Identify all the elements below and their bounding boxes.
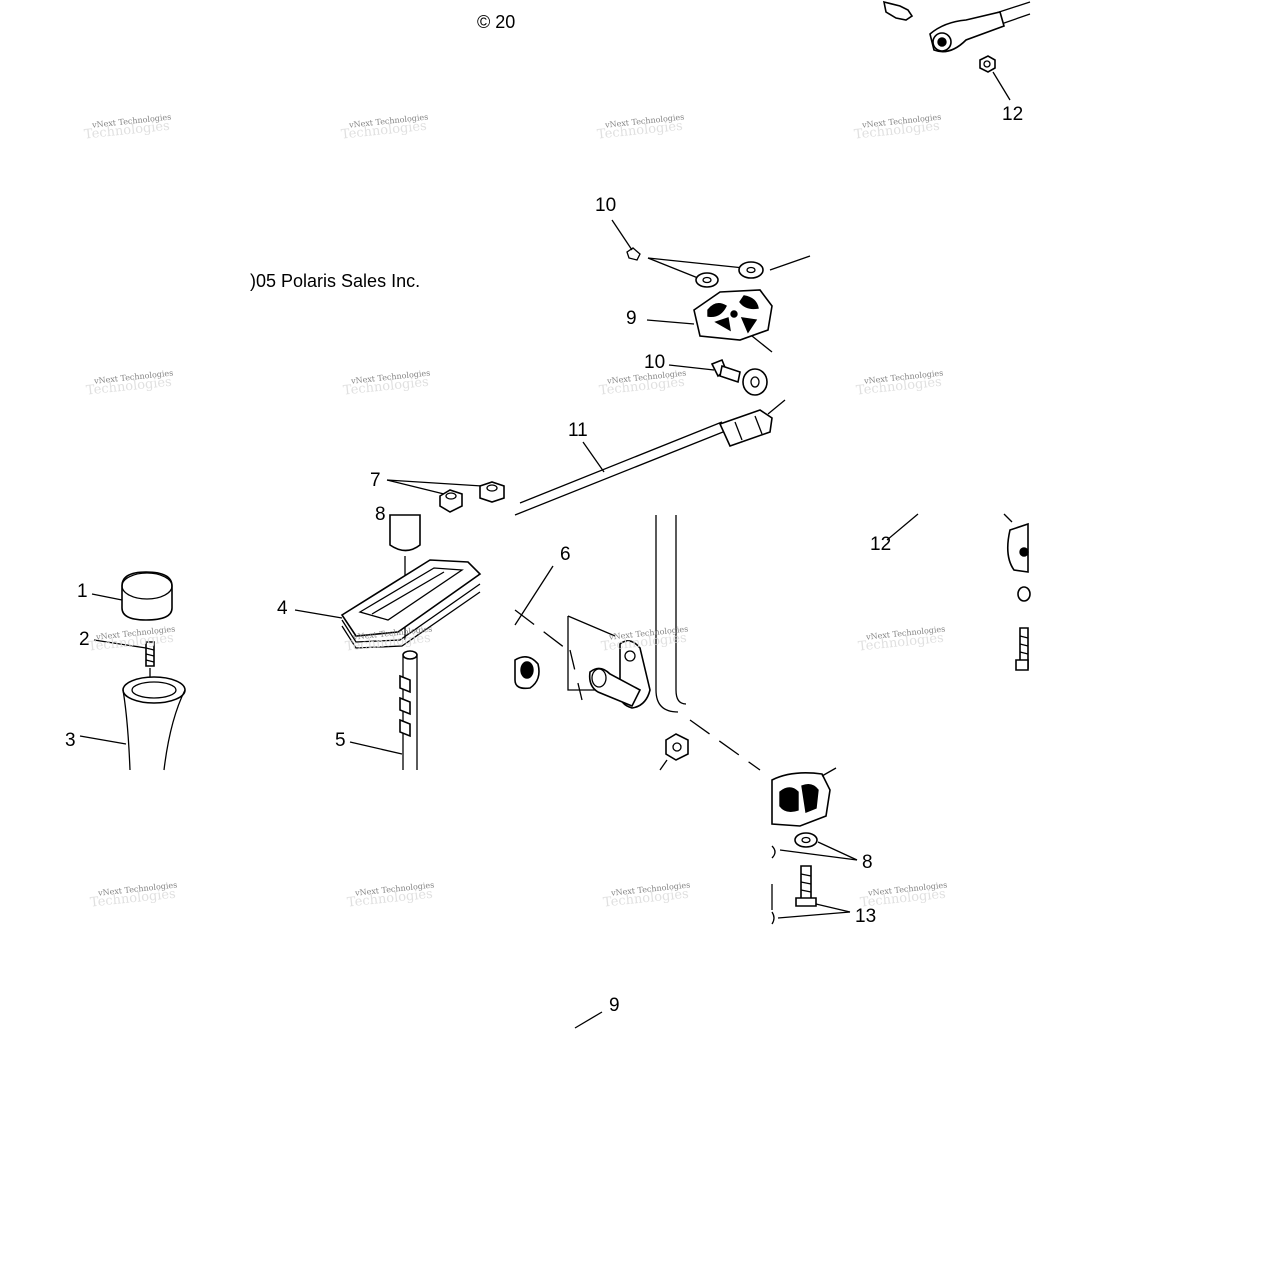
callout-12-top: 12 (1002, 104, 1023, 125)
callout-10-mid: 10 (644, 352, 665, 373)
shift-linkage-6 (514, 515, 761, 771)
callout-8-mid: 8 (375, 504, 386, 525)
callout-8-lower: 8 (862, 852, 873, 873)
washers-upper (695, 255, 811, 288)
tie-rod-end-top (882, 0, 1031, 53)
washers-8-lower (771, 832, 858, 861)
callout-4: 4 (277, 598, 288, 619)
callout-7: 7 (370, 470, 381, 491)
copyright-fragment-top: © 20 (477, 12, 515, 32)
mount-block-9 (646, 289, 773, 353)
copyright-fragment-mid: )05 Polaris Sales Inc. (250, 271, 420, 291)
callout-9-upper: 9 (626, 308, 637, 329)
leader-9-bottom (574, 1011, 603, 1029)
callout-3: 3 (65, 730, 76, 751)
callout-9-bottom: 9 (609, 995, 620, 1016)
rod-11 (514, 399, 786, 516)
callout-13: 13 (855, 906, 876, 927)
knob-body-3 (79, 676, 186, 771)
callout-12-mid: 12 (870, 534, 891, 555)
nut-12-top (979, 55, 1011, 101)
bolt-10-upper (611, 219, 745, 279)
shift-lever-5 (349, 650, 418, 770)
callout-1: 1 (77, 581, 88, 602)
nuts-7 (386, 479, 505, 513)
callout-6: 6 (560, 544, 571, 565)
tie-rod-end-right (886, 513, 1031, 671)
bolts-13 (771, 865, 851, 925)
bolt-10-mid (668, 358, 768, 396)
shift-boot-4 (294, 559, 482, 649)
callout-11: 11 (568, 420, 588, 441)
callout-5: 5 (335, 730, 346, 751)
lower-bracket (771, 767, 837, 827)
callout-2: 2 (79, 629, 90, 650)
knob-cap-1 (91, 571, 173, 621)
callout-10-upper: 10 (595, 195, 616, 216)
